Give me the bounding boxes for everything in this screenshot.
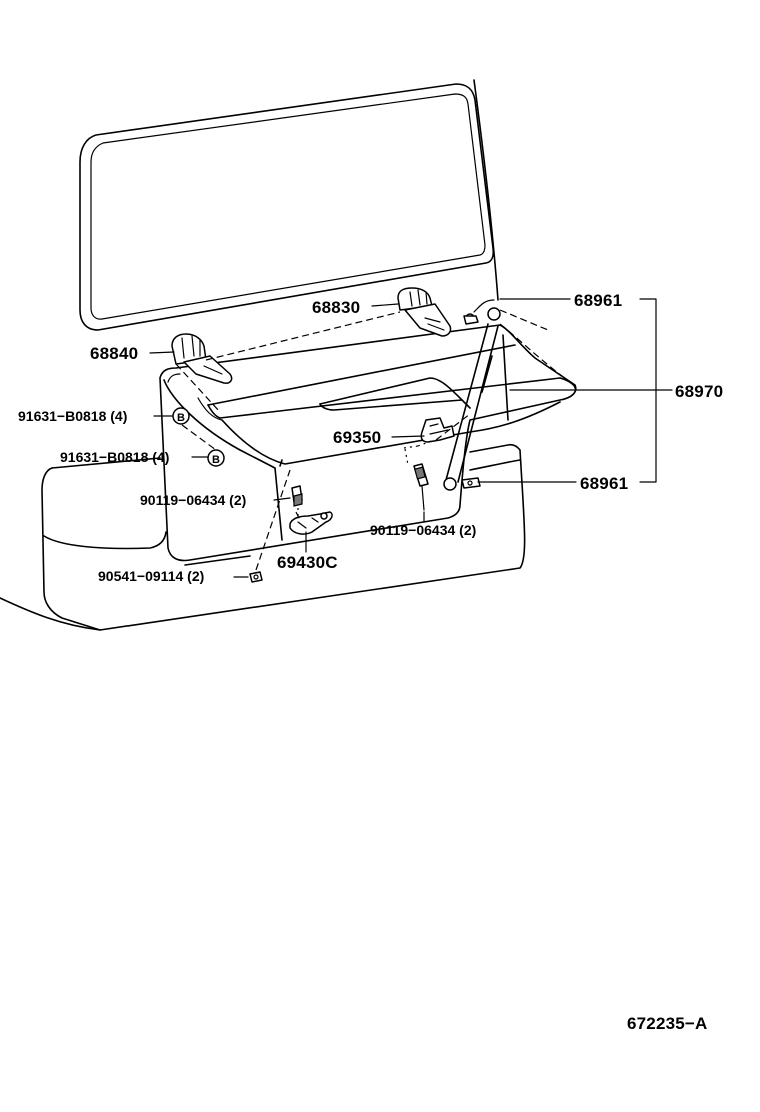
label-91631-a: 91631−B0818 (4) xyxy=(18,408,127,424)
label-90119-right: 90119−06434 (2) xyxy=(370,522,476,538)
label-90541: 90541−09114 (2) xyxy=(98,568,204,584)
b-marker-1: B xyxy=(172,407,190,425)
label-90119-left: 90119−06434 (2) xyxy=(140,492,246,508)
label-69430C: 69430C xyxy=(277,553,338,572)
b-marker-2: B xyxy=(207,449,225,467)
hinge-68840 xyxy=(171,333,233,384)
body-pillar xyxy=(473,79,509,421)
bolt-90119-right xyxy=(413,463,429,511)
label-68830: 68830 xyxy=(312,298,360,317)
hinge-68830 xyxy=(397,287,452,337)
label-68840: 68840 xyxy=(90,344,138,363)
striker-69430C xyxy=(289,511,333,535)
back-door-stay-68970 xyxy=(443,323,576,491)
rear-window-glass xyxy=(79,83,495,331)
label-91631-b: 91631−B0818 (4) xyxy=(60,449,169,465)
rear-bumper xyxy=(0,443,526,631)
nut-90541 xyxy=(249,469,291,583)
label-69350: 69350 xyxy=(333,428,381,447)
leader-lines xyxy=(149,298,673,578)
guide-lines xyxy=(175,309,549,521)
svg-text:B: B xyxy=(212,454,220,466)
stay-joint-top xyxy=(463,299,501,325)
label-68961-top: 68961 xyxy=(574,291,622,310)
lock-69350 xyxy=(403,417,455,466)
bolt-90119-left xyxy=(291,485,303,518)
label-68970: 68970 xyxy=(675,382,723,401)
stay-joint-bottom xyxy=(461,477,481,489)
label-68961-bottom: 68961 xyxy=(580,474,628,493)
figure-code: 672235−A xyxy=(627,1014,708,1033)
svg-text:B: B xyxy=(177,412,185,424)
back-door-panel xyxy=(159,324,577,562)
